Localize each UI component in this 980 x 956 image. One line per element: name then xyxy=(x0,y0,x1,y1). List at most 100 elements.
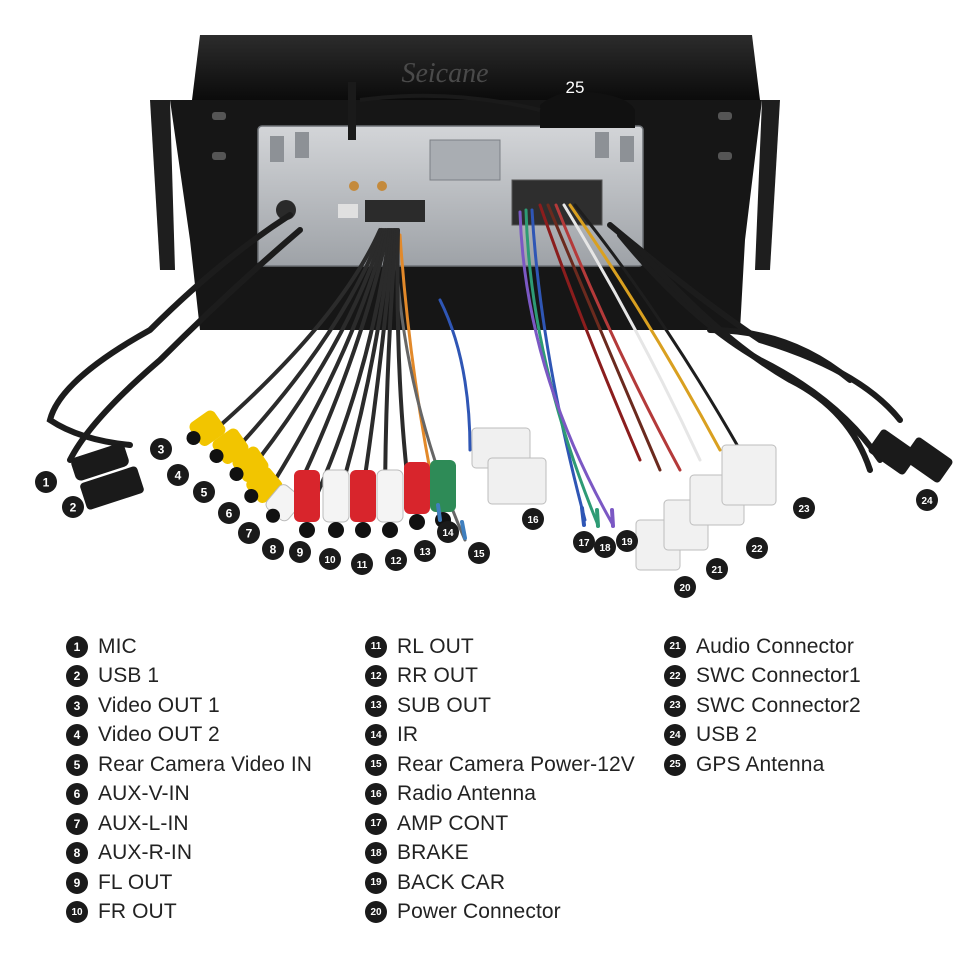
legend-label: RL OUT xyxy=(397,634,474,658)
svg-text:22: 22 xyxy=(751,544,763,555)
callout-9: 9 xyxy=(289,541,311,563)
svg-text:1: 1 xyxy=(43,476,50,490)
legend-number: 9 xyxy=(66,871,88,894)
svg-text:8: 8 xyxy=(270,543,277,557)
wiring-diagram: Seicane xyxy=(35,35,953,598)
callout-20: 20 xyxy=(674,576,696,598)
callout-5: 5 xyxy=(193,481,215,503)
callout-24: 24 xyxy=(916,489,938,511)
legend-item: 5 Rear Camera Video IN xyxy=(66,750,312,780)
legend-number: 5 xyxy=(66,753,88,776)
legend-item: 8 AUX-R-IN xyxy=(66,839,312,869)
callout-14: 14 xyxy=(437,521,459,543)
gps-antenna xyxy=(348,82,635,140)
legend-label: Audio Connector xyxy=(696,634,854,658)
svg-text:11: 11 xyxy=(357,560,368,571)
legend-label: Video OUT 1 xyxy=(98,693,220,717)
svg-text:21: 21 xyxy=(711,565,723,576)
svg-text:5: 5 xyxy=(201,486,208,500)
svg-text:9: 9 xyxy=(297,546,304,560)
legend-number: 25 xyxy=(664,753,686,776)
svg-text:3: 3 xyxy=(158,443,165,457)
callout-1: 1 xyxy=(35,471,57,493)
callout-3: 3 xyxy=(150,438,172,460)
svg-text:6: 6 xyxy=(226,507,233,521)
legend-item: 7 AUX-L-IN xyxy=(66,809,312,839)
legend-label: Video OUT 2 xyxy=(98,723,220,747)
svg-text:24: 24 xyxy=(921,496,933,507)
legend-label: SUB OUT xyxy=(397,693,492,717)
legend-label: SWC Connector2 xyxy=(696,693,861,717)
callout-17: 17 xyxy=(573,531,595,553)
black-cables xyxy=(46,212,903,473)
legend-item: 4 Video OUT 2 xyxy=(66,721,312,751)
callout-8: 8 xyxy=(262,538,284,560)
legend-item: 11 RL OUT xyxy=(365,632,635,662)
wire-tips xyxy=(436,503,615,540)
legend-label: Rear Camera Power-12V xyxy=(397,752,635,776)
svg-text:2: 2 xyxy=(70,501,77,515)
harness-connectors xyxy=(635,444,777,571)
legend-number: 7 xyxy=(66,812,88,835)
legend-number: 13 xyxy=(365,694,387,717)
legend-item: 1 MIC xyxy=(66,632,312,662)
legend-label: MIC xyxy=(98,634,137,658)
callout-10: 10 xyxy=(319,548,341,570)
callout-22: 22 xyxy=(746,537,768,559)
legend-number: 14 xyxy=(365,724,387,747)
svg-text:20: 20 xyxy=(679,583,691,594)
legend-label: RR OUT xyxy=(397,664,479,688)
legend-number: 4 xyxy=(66,724,88,747)
svg-text:12: 12 xyxy=(390,556,402,567)
svg-text:13: 13 xyxy=(419,547,431,558)
legend-item: 12 RR OUT xyxy=(365,662,635,692)
legend-item: 15 Rear Camera Power-12V xyxy=(365,750,635,780)
legend-label: SWC Connector1 xyxy=(696,664,861,688)
legend-number: 19 xyxy=(365,871,387,894)
legend-label: Rear Camera Video IN xyxy=(98,752,313,776)
callout-19: 19 xyxy=(616,530,638,552)
legend-number: 3 xyxy=(66,694,88,717)
legend-number: 15 xyxy=(365,753,387,776)
legend-number: 1 xyxy=(66,635,88,658)
callout-12: 12 xyxy=(385,549,407,571)
legend-number: 17 xyxy=(365,812,387,835)
svg-text:14: 14 xyxy=(442,528,454,539)
legend-number: 2 xyxy=(66,665,88,688)
legend-label: AMP CONT xyxy=(397,811,509,835)
callout-11: 11 xyxy=(351,553,373,575)
legend-label: AUX-L-IN xyxy=(98,811,189,835)
callout-7: 7 xyxy=(238,522,260,544)
usb2-plugs xyxy=(868,429,953,483)
legend-number: 11 xyxy=(365,635,387,658)
legend-number: 10 xyxy=(66,901,88,924)
legend-label: BACK CAR xyxy=(397,870,506,894)
legend-number: 18 xyxy=(365,842,387,865)
legend-number: 6 xyxy=(66,783,88,806)
rca-connectors xyxy=(186,410,456,538)
svg-text:10: 10 xyxy=(324,555,336,566)
legend-label: FR OUT xyxy=(98,900,177,924)
callout-25: 25 xyxy=(566,78,585,97)
callout-21: 21 xyxy=(706,558,728,580)
svg-text:23: 23 xyxy=(798,504,810,515)
legend-number: 8 xyxy=(66,842,88,865)
radio-antenna-connector xyxy=(471,427,547,505)
svg-text:19: 19 xyxy=(621,537,633,548)
legend-number: 22 xyxy=(664,665,686,688)
callout-4: 4 xyxy=(167,464,189,486)
legend-label: AUX-R-IN xyxy=(98,841,193,865)
svg-text:16: 16 xyxy=(527,515,539,526)
legend-number: 12 xyxy=(365,665,387,688)
